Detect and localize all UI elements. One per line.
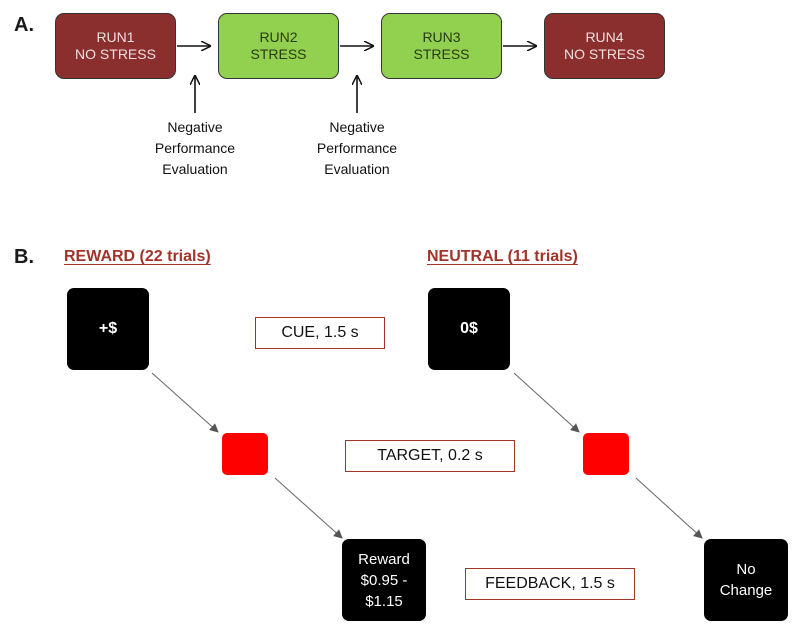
cue-timing-label: CUE, 1.5 s [255, 317, 385, 349]
panel-b-label: B. [14, 246, 34, 268]
run4-condition: NO STRESS [564, 46, 645, 62]
reward-cue-symbol: +$ [98, 320, 118, 337]
evaluation-note-1: Negative Performance Evaluation [154, 119, 236, 177]
neutral-target-square [583, 433, 629, 475]
neutral-cue-symbol: 0$ [460, 320, 478, 337]
run4-name: RUN4 [585, 29, 624, 45]
arrow-neutral-target-feedback [635, 477, 703, 539]
arrow-reward-cue-target [151, 372, 219, 433]
arrow-neutral-cue-target [513, 372, 580, 433]
evaluation-note-2: Negative Performance Evaluation [316, 119, 398, 177]
neutral-feedback-box: No Change [704, 539, 788, 621]
run3-condition: STRESS [413, 46, 470, 62]
panel-a-label: A. [14, 14, 34, 36]
feedback-timing-label: FEEDBACK, 1.5 s [465, 568, 635, 600]
arrow-reward-target-feedback [274, 477, 343, 539]
run1-box: RUN1 NO STRESS [55, 13, 176, 79]
run1-name: RUN1 [96, 29, 135, 45]
reward-condition-title: REWARD (22 trials) [64, 248, 211, 265]
run1-condition: NO STRESS [75, 46, 156, 62]
reward-feedback-box: Reward $0.95 - $1.15 [342, 539, 426, 621]
reward-target-square [222, 433, 268, 475]
neutral-cue-box: 0$ [428, 288, 510, 370]
target-timing-label: TARGET, 0.2 s [345, 440, 515, 472]
neutral-condition-title: NEUTRAL (11 trials) [427, 248, 578, 265]
run3-name: RUN3 [422, 29, 461, 45]
run3-box: RUN3 STRESS [381, 13, 502, 79]
run2-condition: STRESS [250, 46, 307, 62]
run4-box: RUN4 NO STRESS [544, 13, 665, 79]
run2-name: RUN2 [259, 29, 298, 45]
run2-box: RUN2 STRESS [218, 13, 339, 79]
reward-cue-box: +$ [67, 288, 149, 370]
